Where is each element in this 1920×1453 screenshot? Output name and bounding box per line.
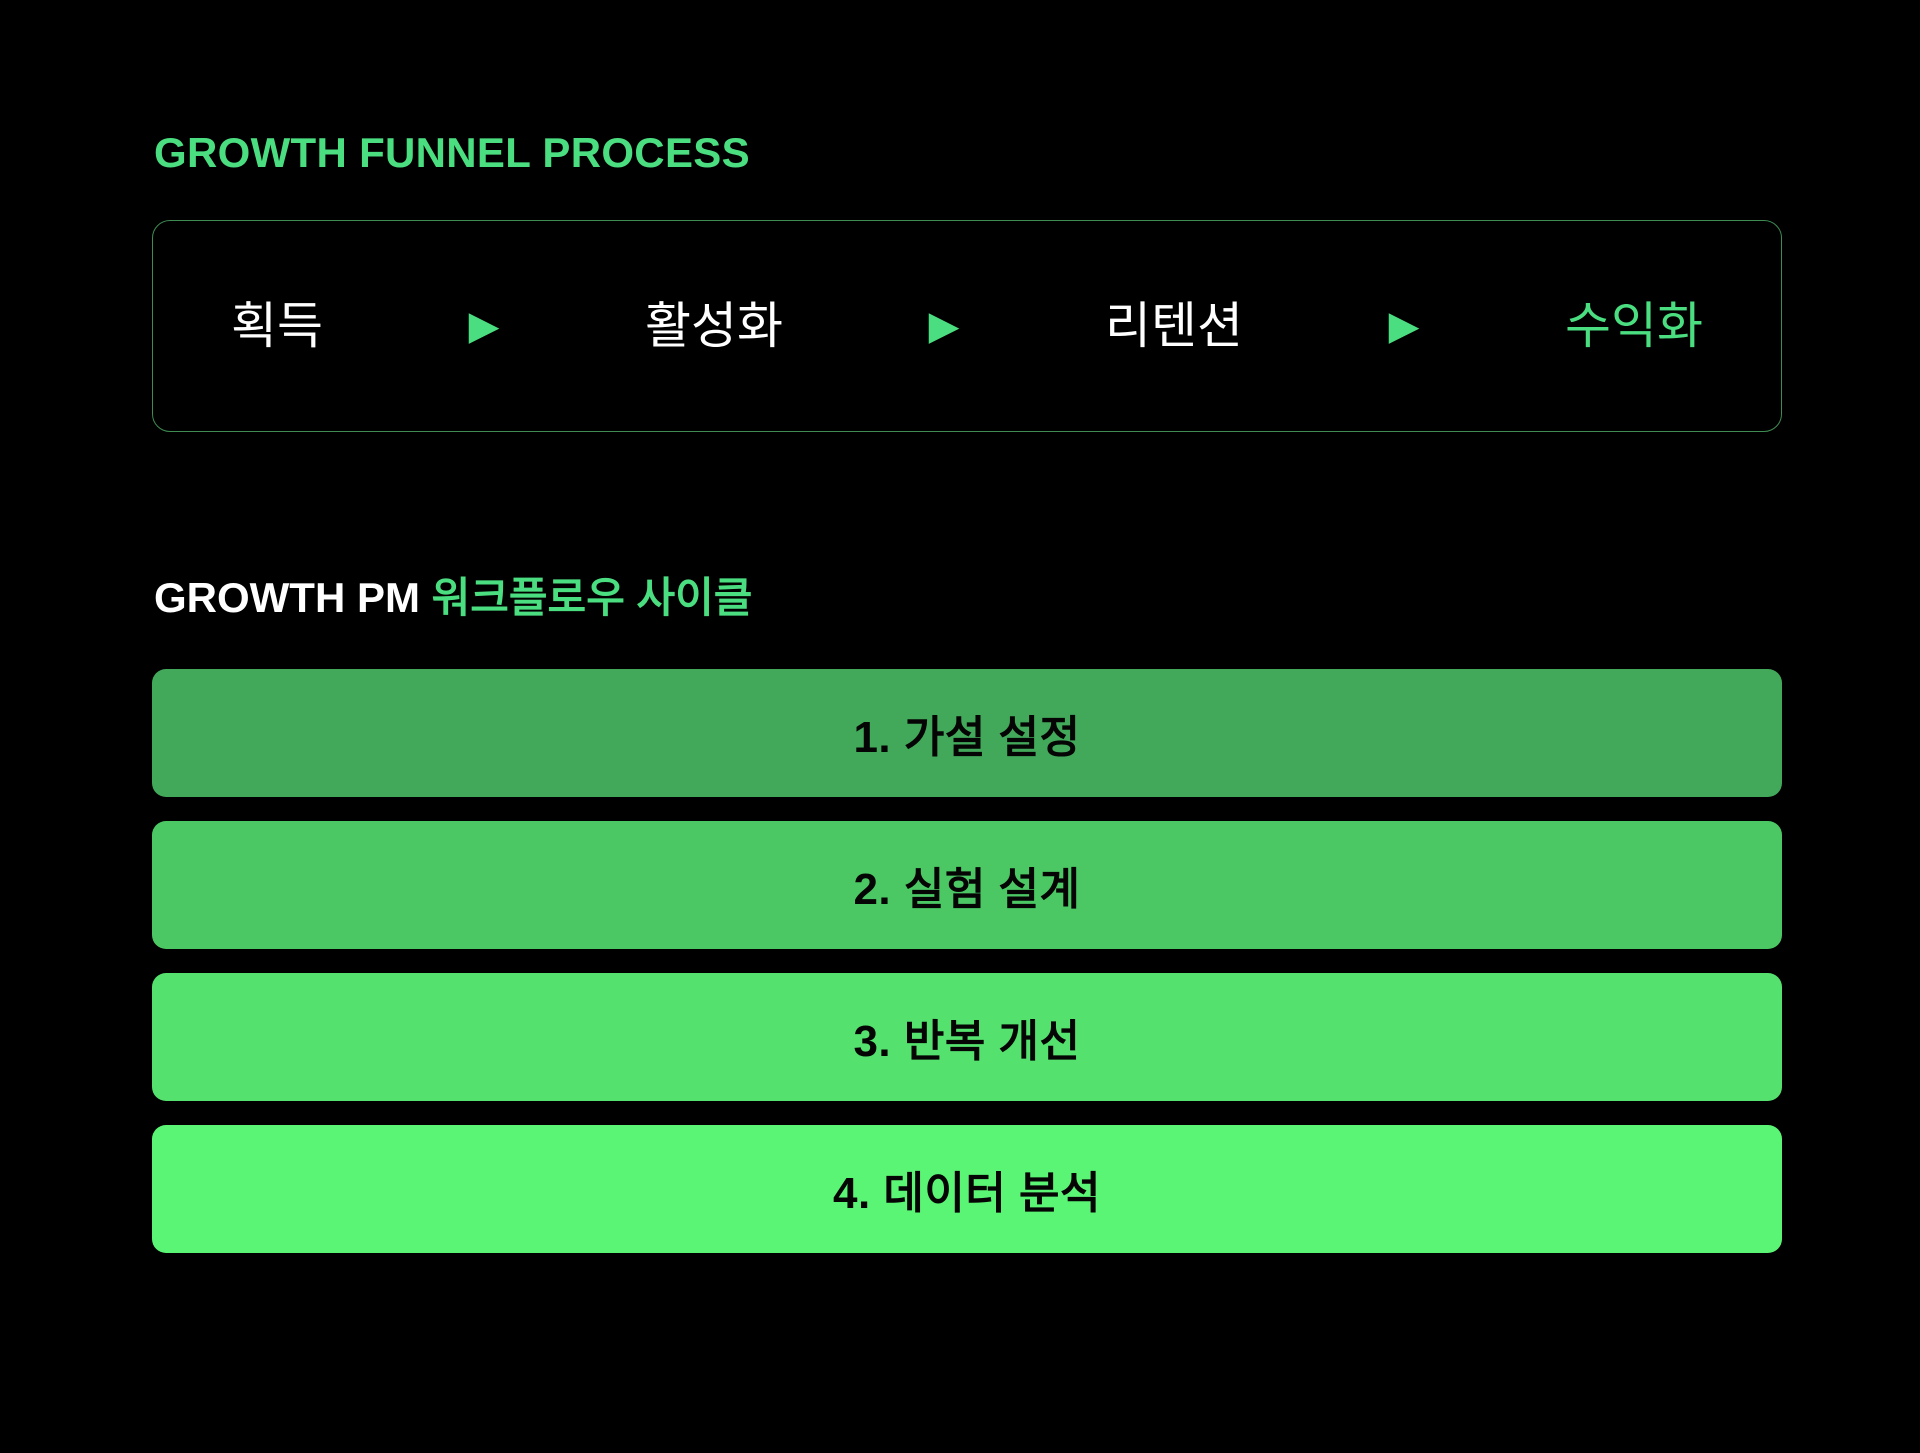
funnel-step-acquisition: 획득 [231, 298, 323, 355]
workflow-bar-label: 2. 실험 설계 [853, 865, 1081, 915]
workflow-bar-label: 4. 데이터 분석 [832, 1169, 1102, 1219]
arrow-right-icon: ▶ [928, 304, 960, 349]
workflow-bar-list: 1. 가설 설정 2. 실험 설계 3. 반복 개선 4. 데이터 분석 [152, 669, 1782, 1254]
workflow-bar-hypothesis: 1. 가설 설정 [152, 669, 1782, 798]
funnel-process-box: 획득 ▶ 활성화 ▶ 리텐션 ▶ 수익화 [152, 220, 1782, 433]
funnel-step-monetization: 수익화 [1564, 298, 1703, 355]
workflow-title-kr: 워크플로우 사이클 [431, 574, 753, 621]
workflow-bar-label: 3. 반복 개선 [853, 1017, 1081, 1067]
arrow-right-icon: ▶ [1388, 304, 1420, 349]
workflow-bar-data-analysis: 4. 데이터 분석 [152, 1125, 1782, 1254]
growth-pm-workflow-section: GROWTH PM 워크플로우 사이클 1. 가설 설정 2. 실험 설계 3.… [152, 574, 1782, 1254]
growth-funnel-section: GROWTH FUNNEL PROCESS 획득 ▶ 활성화 ▶ 리텐션 ▶ 수… [152, 129, 1782, 433]
workflow-bar-label: 1. 가설 설정 [853, 713, 1081, 763]
funnel-step-retention: 리텐션 [1104, 298, 1243, 355]
funnel-section-title: GROWTH FUNNEL PROCESS [154, 129, 750, 176]
workflow-title-en: GROWTH PM [154, 574, 420, 621]
funnel-step-activation: 활성화 [644, 298, 783, 355]
arrow-right-icon: ▶ [468, 304, 500, 349]
workflow-bar-experiment-design: 2. 실험 설계 [152, 821, 1782, 950]
workflow-section-title: GROWTH PM 워크플로우 사이클 [154, 574, 1782, 621]
workflow-bar-iteration: 3. 반복 개선 [152, 973, 1782, 1102]
